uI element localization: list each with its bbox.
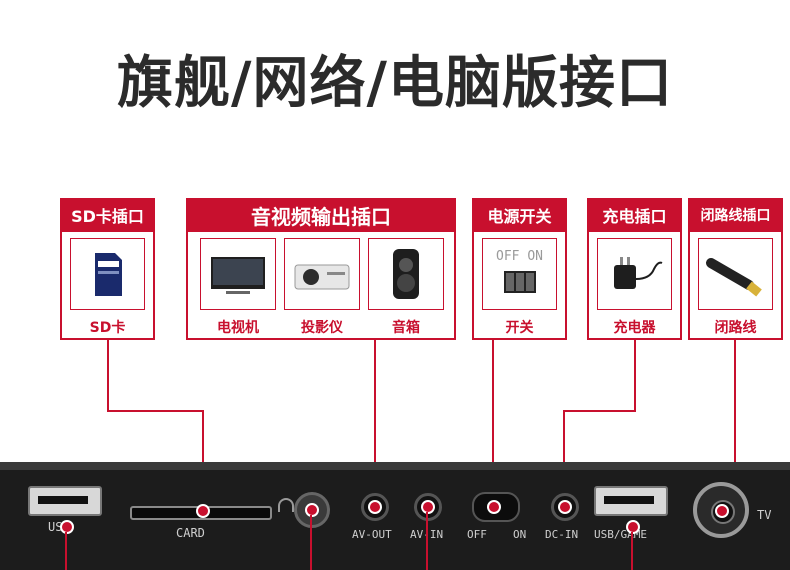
power-marker (487, 500, 501, 514)
coax-caption: 闭路线 (714, 320, 757, 336)
charger-cell (597, 238, 672, 310)
card-label: CARD (176, 526, 205, 540)
switch-text: OFF ON (496, 249, 543, 264)
projector-caption: 投影仪 (301, 320, 343, 336)
headphone-marker (305, 503, 319, 517)
usb-marker (60, 520, 74, 534)
headphone-icon (278, 498, 294, 512)
projector-cell (284, 238, 360, 310)
sd-slot-box: SD卡插口 SD卡 (60, 198, 155, 340)
sd-slot-caption: SD卡 (89, 320, 126, 336)
av-output-header: 音视频输出插口 (186, 198, 456, 232)
tv-caption: 电视机 (217, 320, 259, 336)
tv-cell (200, 238, 276, 310)
device-panel-edge (0, 462, 790, 470)
wire-headphone-bottom (310, 515, 312, 570)
off-label: OFF (467, 528, 487, 541)
coax-box: 闭路线插口 闭路线 (688, 198, 783, 340)
card-marker (196, 504, 210, 518)
coax-cable-icon (706, 258, 762, 297)
av-out-label: AV-OUT (352, 528, 392, 541)
speaker-cell (368, 238, 444, 310)
wire-charger-to-dc (563, 410, 565, 510)
wire-charger-across (563, 410, 636, 412)
power-switch-caption: 开关 (505, 320, 534, 336)
av-out-marker (368, 500, 382, 514)
wire-sd-down (107, 340, 109, 412)
wire-usb-bottom (65, 532, 67, 570)
tv-label: TV (757, 508, 772, 522)
sd-card-icon (95, 253, 122, 296)
switch-cell: OFF ON (482, 238, 557, 310)
wire-coax (734, 340, 736, 510)
wire-usb-game-bottom (631, 532, 633, 570)
charger-header: 充电插口 (587, 198, 682, 232)
switch-icon (504, 271, 536, 293)
tv-marker (715, 504, 729, 518)
wire-charger-down (634, 340, 636, 412)
av-output-box: 音视频输出插口 电视机 投影仪 音箱 (186, 198, 456, 340)
speaker-icon (393, 249, 419, 299)
power-switch-header: 电源开关 (472, 198, 567, 232)
coax-header: 闭路线插口 (688, 198, 783, 232)
usb-game-port (594, 486, 668, 516)
sd-slot-header: SD卡插口 (60, 198, 155, 232)
on-label: ON (513, 528, 527, 541)
wire-sd-across (107, 410, 204, 412)
page-title: 旗舰/网络/电脑版接口 (117, 51, 673, 116)
projector-icon (294, 264, 350, 290)
charger-caption: 充电器 (613, 320, 656, 336)
charger-icon (614, 257, 663, 289)
dc-in-label: DC-IN (545, 528, 579, 541)
wire-power (492, 340, 494, 510)
charger-box: 充电插口 充电器 (587, 198, 682, 340)
dc-in-marker (558, 500, 572, 514)
wire-av (374, 340, 376, 510)
wire-av-in-bottom (426, 512, 428, 570)
coax-cell (698, 238, 773, 310)
usb-port (28, 486, 102, 516)
tv-coax-connector (693, 482, 749, 538)
usb-game-marker (626, 520, 640, 534)
sd-card-cell (70, 238, 145, 310)
device-panel (0, 462, 790, 570)
av-in-marker (421, 500, 435, 514)
tv-icon (211, 257, 265, 294)
speaker-caption: 音箱 (392, 320, 420, 336)
power-switch-box: 电源开关 OFF ON 开关 (472, 198, 567, 340)
wire-sd-to-card (202, 410, 204, 510)
